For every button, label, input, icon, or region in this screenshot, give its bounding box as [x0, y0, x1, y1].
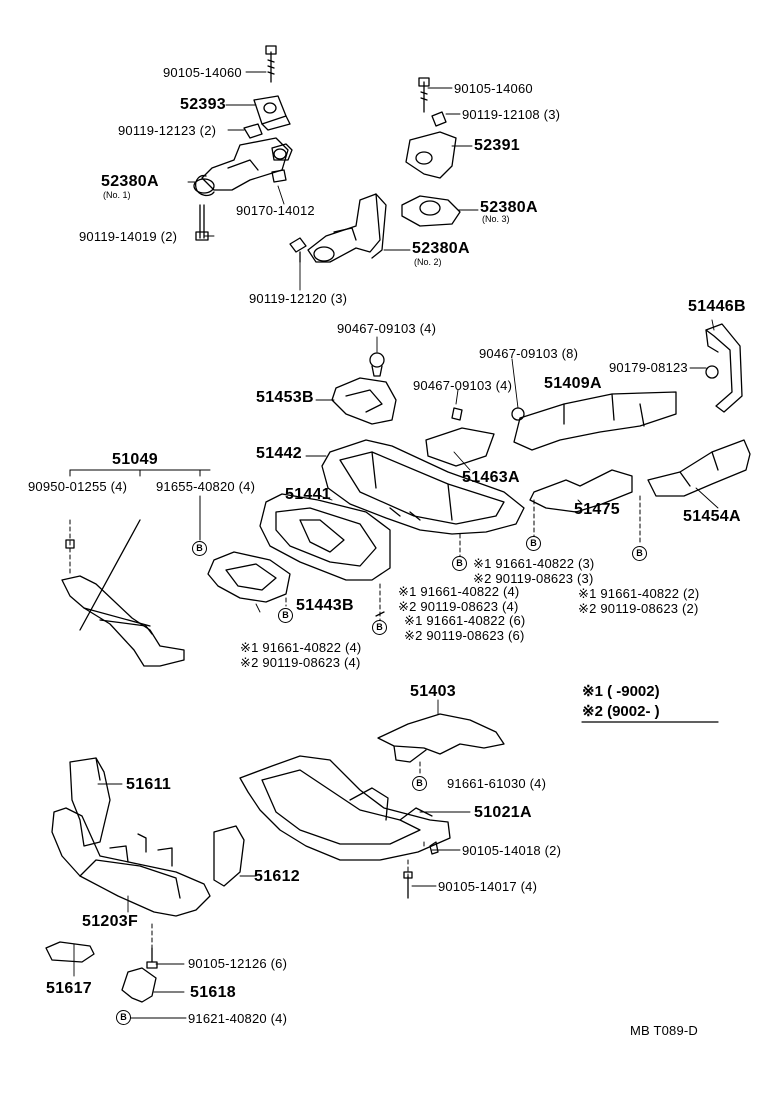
label-91661-61030: 91661-61030 (4): [447, 776, 547, 791]
badge-b-51403: B: [412, 776, 427, 791]
note-51454A-2: ※2 90119-08623 (2): [578, 601, 699, 616]
label-90119-12108: 90119-12108 (3): [462, 107, 561, 122]
label-51203F: 51203F: [82, 913, 139, 930]
label-51618: 51618: [190, 984, 236, 1001]
label-91621-40820: 91621-40820 (4): [188, 1011, 288, 1026]
label-51475: 51475: [574, 501, 620, 518]
suspension-member-drawings: [45, 713, 505, 1003]
label-51454A: 51454A: [683, 508, 741, 525]
label-51446B: 51446B: [688, 298, 746, 315]
label-51441: 51441: [285, 486, 331, 503]
label-90170-14012: 90170-14012: [236, 203, 315, 218]
label-52380A-no2-note: (No. 2): [414, 257, 442, 267]
label-90179-08123: 90179-08123: [609, 360, 688, 375]
label-51021A: 51021A: [474, 804, 532, 821]
label-51463A: 51463A: [462, 469, 520, 486]
badge-b-51441: B: [372, 620, 387, 635]
label-90105-14017: 90105-14017 (4): [438, 879, 538, 894]
badge-b-51443B: B: [278, 608, 293, 623]
fastener-drawings: [65, 539, 439, 899]
label-90119-12123: 90119-12123 (2): [118, 123, 217, 138]
label-51611: 51611: [126, 776, 172, 793]
label-51049: 51049: [112, 451, 158, 468]
note-51441-c2: ※2 90119-08623 (6): [404, 628, 525, 643]
note-51441-c1: ※1 91661-40822 (6): [404, 613, 526, 628]
badge-b-51454A: B: [632, 546, 647, 561]
label-90467-09103-c: 90467-09103 (4): [413, 378, 513, 393]
label-51403: 51403: [410, 683, 456, 700]
note-51454A-1: ※1 91661-40822 (2): [578, 586, 700, 601]
label-51612: 51612: [254, 868, 300, 885]
note-51443B-2: ※2 90119-08623 (4): [240, 655, 361, 670]
label-91655-40820: 91655-40820 (4): [156, 479, 256, 494]
label-51442: 51442: [256, 445, 302, 462]
leader-lines: [73, 71, 719, 1019]
note-51441-b1: ※1 91661-40822 (4): [398, 584, 520, 599]
label-51409A: 51409A: [544, 375, 602, 392]
label-90105-12126: 90105-12126 (6): [188, 956, 288, 971]
label-51443B: 51443B: [296, 597, 354, 614]
label-90467-09103-b: 90467-09103 (8): [479, 346, 579, 361]
legend-row-1: ※1 ( -9002): [582, 683, 660, 700]
engine-mount-no2-no3-drawing: [289, 77, 461, 263]
legend-row-2: ※2 (9002- ): [582, 703, 660, 720]
label-52380A-no3: 52380A: [480, 199, 538, 216]
badge-b-91655: B: [192, 541, 207, 556]
label-90105-14060-a: 90105-14060: [163, 65, 242, 80]
heat-insulator-drawings: [331, 323, 751, 513]
label-90105-14018: 90105-14018 (2): [462, 843, 562, 858]
label-51617: 51617: [46, 980, 92, 997]
note-51443B-1: ※1 91661-40822 (4): [240, 640, 362, 655]
label-52380A-no1-note: (No. 1): [103, 190, 131, 200]
label-52380A-no2: 52380A: [412, 240, 470, 257]
engine-mount-no1-drawing: [193, 45, 293, 241]
engine-under-cover-drawings: [61, 439, 525, 667]
note-51442-2: ※2 90119-08623 (3): [473, 571, 594, 586]
label-90950-01255: 90950-01255 (4): [28, 479, 128, 494]
label-90105-14060-b: 90105-14060: [454, 81, 533, 96]
label-52380A-no1: 52380A: [101, 173, 159, 190]
diagram-code: MB T089-D: [630, 1023, 699, 1038]
label-52391: 52391: [474, 137, 520, 154]
note-51441-b2: ※2 90119-08623 (4): [398, 599, 519, 614]
label-90467-09103-a: 90467-09103 (4): [337, 321, 437, 336]
label-52380A-no3-note: (No. 3): [482, 214, 510, 224]
label-51453B: 51453B: [256, 389, 314, 406]
badge-b-51442: B: [452, 556, 467, 571]
badge-b-51475: B: [526, 536, 541, 551]
label-90119-14019: 90119-14019 (2): [79, 229, 178, 244]
label-90119-12120: 90119-12120 (3): [249, 291, 348, 306]
note-51442-1: ※1 91661-40822 (3): [473, 556, 595, 571]
group-bracket-51049: [69, 469, 211, 541]
label-52393: 52393: [180, 96, 226, 113]
badge-b-51618: B: [116, 1010, 131, 1025]
